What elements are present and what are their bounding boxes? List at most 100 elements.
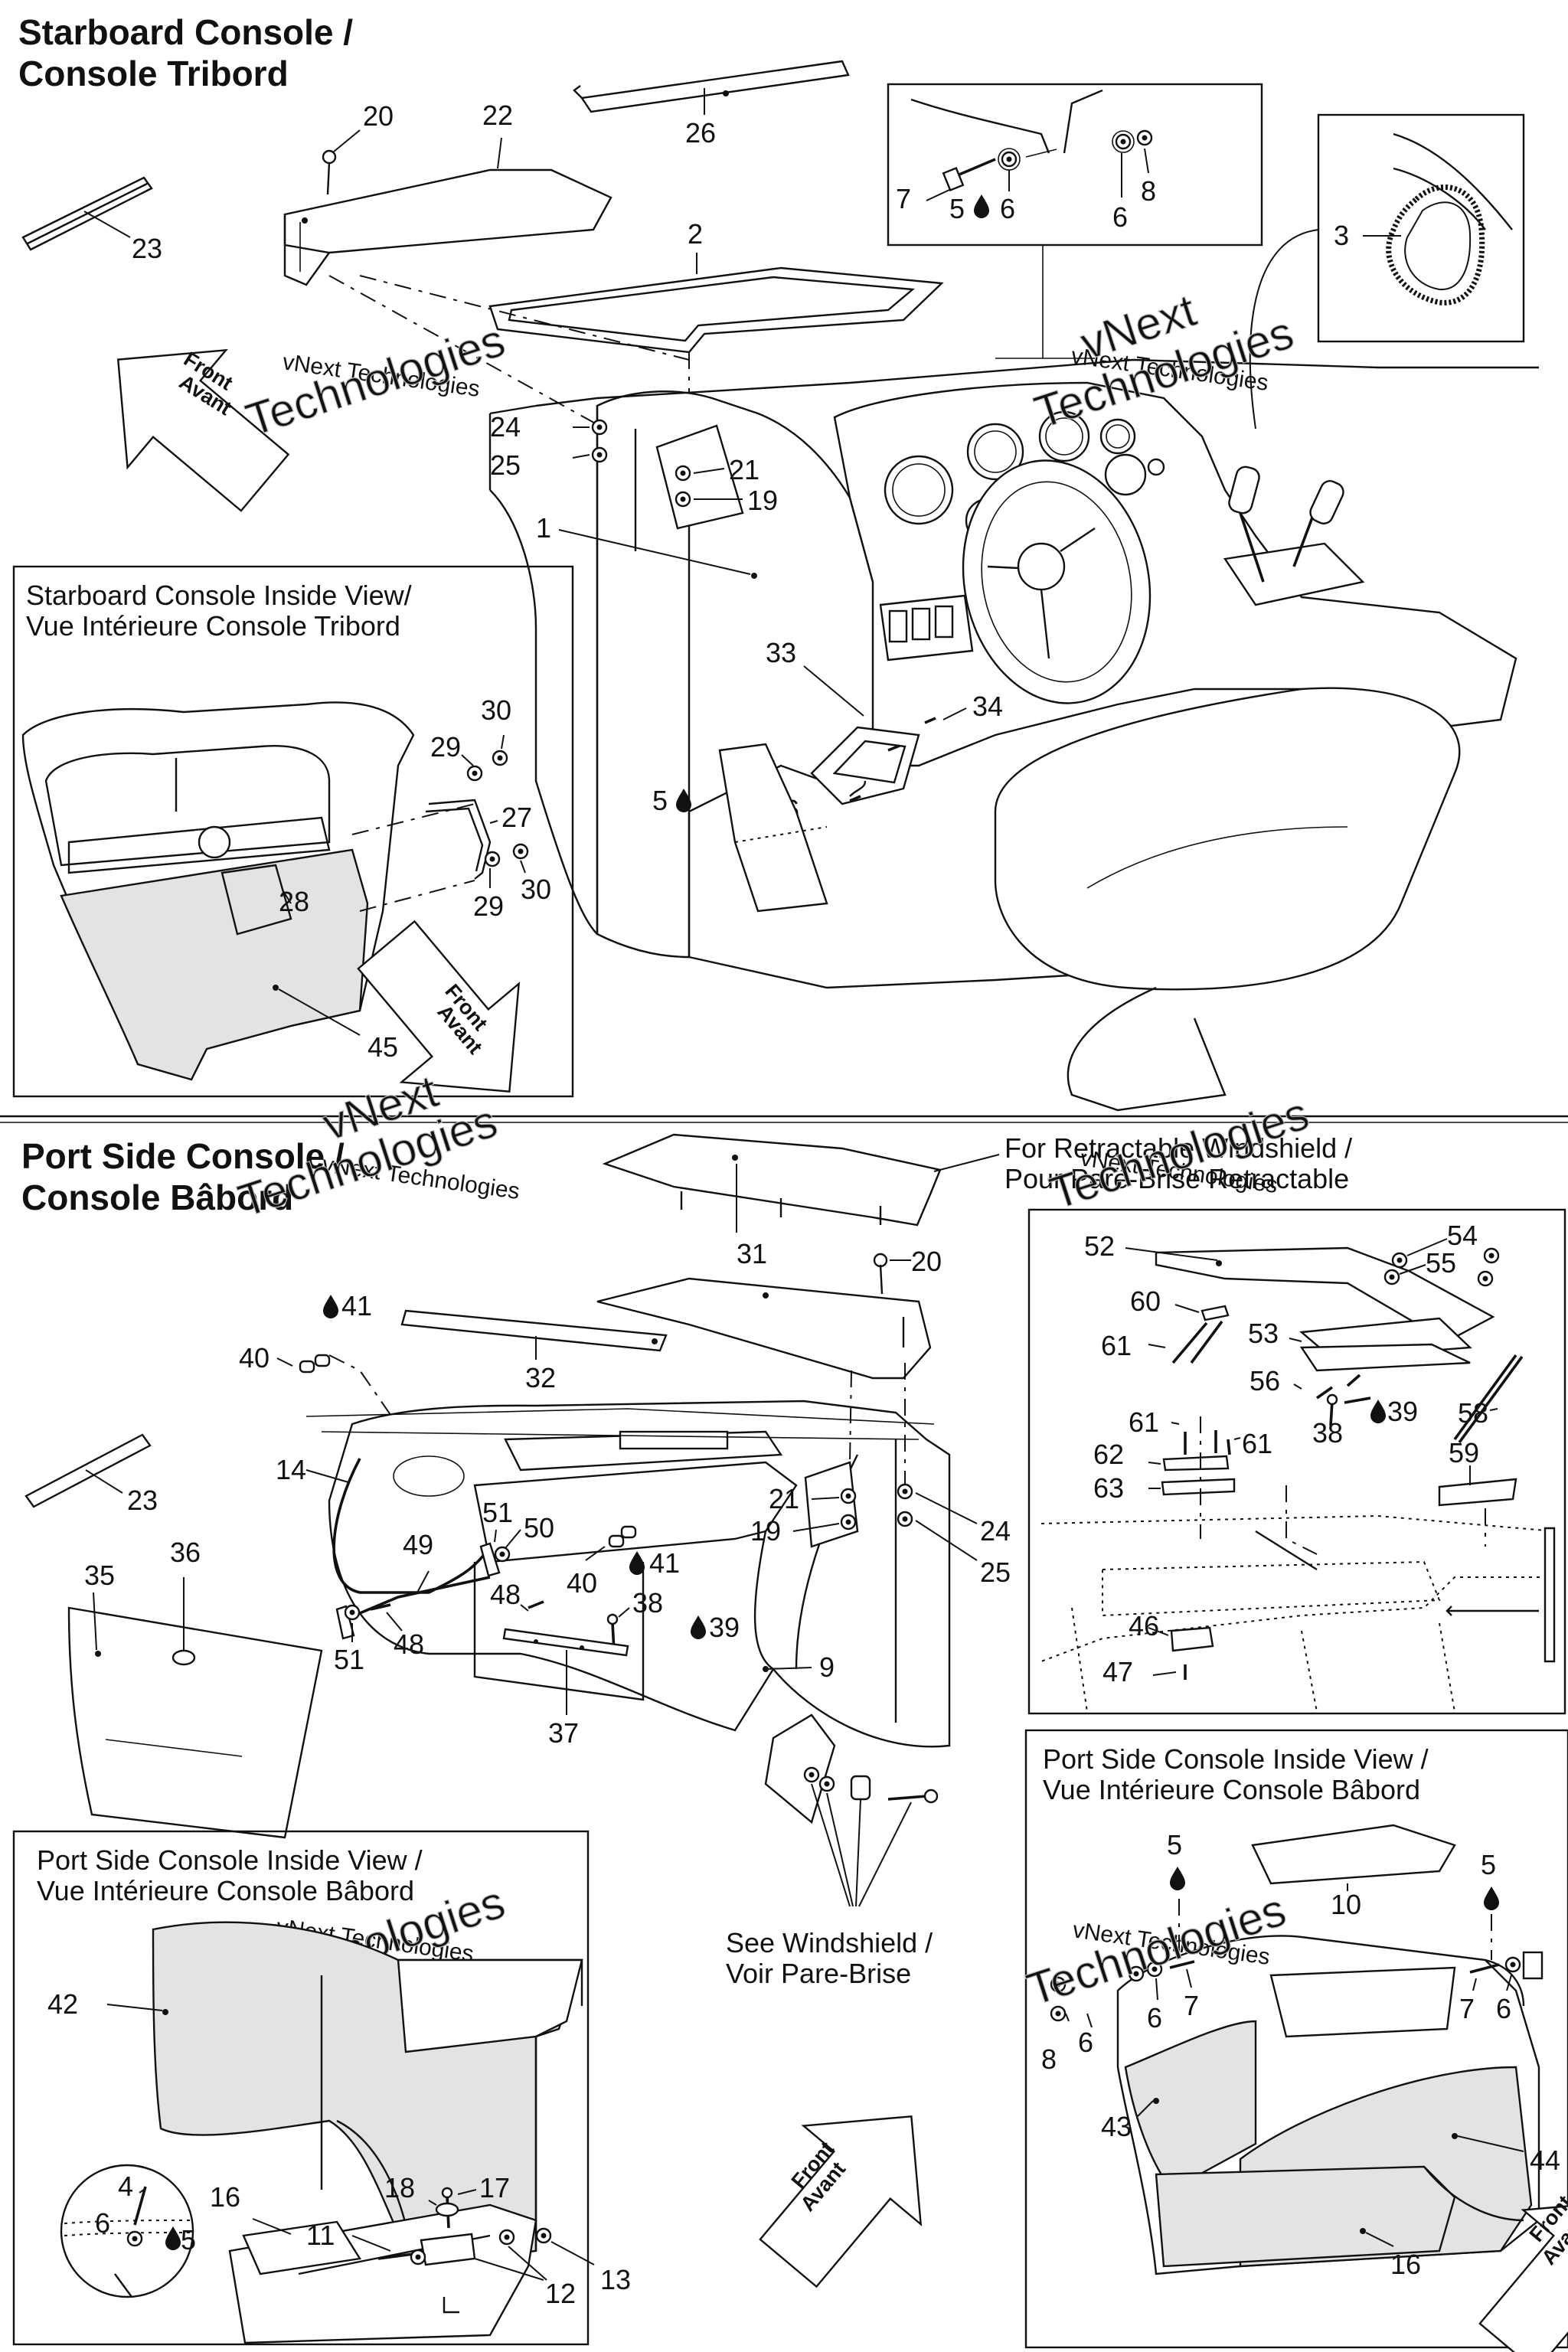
callout-32: 32: [525, 1362, 556, 1393]
callout-11: 11: [306, 2220, 335, 2251]
inset-starboard-title-line1: Starboard Console Inside View/: [26, 580, 412, 611]
callout-56: 56: [1250, 1365, 1280, 1396]
callout-54: 54: [1447, 1220, 1478, 1251]
callout-6-right-b: 6: [1147, 2002, 1162, 2034]
callout-16-left: 16: [210, 2181, 240, 2213]
callout-10: 10: [1331, 1889, 1361, 1920]
callout-8-top: 8: [1141, 175, 1156, 207]
callout-61-b: 61: [1129, 1406, 1159, 1438]
callout-12: 12: [545, 2278, 576, 2309]
callout-51-a: 51: [334, 1644, 364, 1675]
retractable-title-line2: Pour Pare-Brise Retractable: [1004, 1163, 1349, 1194]
port-inside-right-console: [1116, 1935, 1540, 2275]
callout-38: 38: [632, 1587, 663, 1619]
callout-23-bottom: 23: [127, 1485, 158, 1516]
inset-starboard-title-line2: Vue Intérieure Console Tribord: [26, 610, 400, 642]
callout-21-bottom: 21: [769, 1483, 799, 1514]
callout-25-bottom: 25: [980, 1557, 1011, 1588]
callout-20-bottom: 20: [911, 1246, 942, 1277]
callout-46: 46: [1129, 1610, 1159, 1642]
callout-8-right: 8: [1041, 2043, 1057, 2075]
callout-59: 59: [1449, 1437, 1479, 1468]
callout-7-right-a: 7: [1184, 1990, 1199, 2021]
callout-6-right-a: 6: [1078, 2027, 1093, 2058]
callout-22: 22: [482, 100, 513, 131]
inset-fastener-detail: [887, 83, 1263, 247]
callout-23-top: 23: [132, 233, 162, 264]
part-33-receptacle: [810, 726, 920, 805]
callout-50: 50: [524, 1512, 554, 1544]
callout-31: 31: [737, 1238, 767, 1269]
part-53-bracket: [1299, 1317, 1472, 1372]
part-16-panel: [242, 2220, 361, 2275]
callout-24-top: 24: [490, 411, 521, 443]
part-panel-starboard-mid: [718, 743, 828, 913]
windshield-mount: [764, 1713, 939, 1824]
callout-35: 35: [84, 1560, 115, 1591]
part-11-17-18-bracket: [377, 2187, 552, 2266]
callout-16-right: 16: [1390, 2249, 1421, 2280]
callout-45: 45: [368, 1031, 398, 1063]
callout-6-left: 6: [95, 2207, 110, 2239]
callout-33: 33: [766, 637, 796, 668]
part-49-stay: [350, 1576, 491, 1619]
callout-55: 55: [1426, 1247, 1456, 1279]
starboard-inside-console: [21, 701, 415, 1081]
part-20-screw-bottom: [873, 1253, 888, 1295]
part-46-latch: [1170, 1626, 1214, 1652]
callout-18: 18: [384, 2172, 415, 2203]
throttle: [1223, 466, 1365, 606]
part-60-block: [1200, 1305, 1230, 1321]
port-title-line1: Port Side Console /: [21, 1136, 345, 1176]
callout-1: 1: [536, 512, 551, 544]
port-title-line2: Console Bâbord: [21, 1178, 293, 1217]
inset-port-inside-right: [1024, 1729, 1568, 2349]
callout-4-left: 4: [118, 2171, 133, 2202]
callout-40-b: 40: [567, 1567, 597, 1599]
inset-seal-detail: [1317, 113, 1525, 343]
part-2-lid: [488, 266, 944, 354]
part-9-port-console: [305, 1400, 951, 1748]
callout-5-mid: 5: [652, 785, 668, 816]
callout-5-left: 5: [181, 2224, 196, 2256]
callout-28: 28: [279, 886, 309, 917]
callout-9: 9: [819, 1651, 835, 1683]
callout-2-top: 2: [688, 218, 703, 250]
callout-27: 27: [501, 802, 532, 833]
section-title-line1: Starboard Console /: [18, 12, 353, 52]
callout-42: 42: [47, 1988, 78, 2020]
callout-14: 14: [276, 1454, 306, 1485]
callout-19-bottom: 19: [750, 1515, 781, 1547]
part-51-hinge-a: [335, 1605, 355, 1640]
part-37-strip: [502, 1628, 629, 1657]
section-title-line2: Console Tribord: [18, 54, 289, 93]
part-10-lid-inset: [1251, 1824, 1456, 1885]
callout-5-right-a: 5: [1167, 1829, 1182, 1860]
callout-6-right-c: 6: [1496, 1993, 1511, 2024]
callout-26: 26: [685, 117, 716, 149]
part-27-strap: [425, 799, 492, 880]
callout-63: 63: [1093, 1472, 1124, 1504]
callout-5-right-b: 5: [1481, 1849, 1496, 1880]
part-31-cover: [602, 1133, 942, 1227]
callout-24-bottom: 24: [980, 1515, 1011, 1547]
steering-wheel: [962, 459, 1152, 704]
inset-port-inside-left: [12, 1830, 590, 2346]
part-14-cable: [332, 1458, 492, 1594]
callout-7-right-b: 7: [1459, 1993, 1475, 2024]
retractable-console-outline: [1040, 1514, 1555, 1713]
callout-37: 37: [548, 1717, 579, 1749]
callout-25-top: 25: [490, 449, 521, 481]
callout-36: 36: [170, 1537, 201, 1568]
callout-19-top: 19: [747, 485, 778, 516]
inset-starboard-inside: [12, 565, 574, 1098]
callout-29-a: 29: [430, 731, 461, 763]
part-62-63-hinge: [1161, 1430, 1236, 1496]
part-59-clip: [1438, 1478, 1517, 1507]
part-3-seal: [1386, 185, 1485, 305]
callout-30-b: 30: [521, 874, 551, 905]
port-inside-left-console: [152, 1921, 583, 2344]
part-26-trim: [573, 60, 850, 113]
callout-62: 62: [1093, 1439, 1124, 1470]
